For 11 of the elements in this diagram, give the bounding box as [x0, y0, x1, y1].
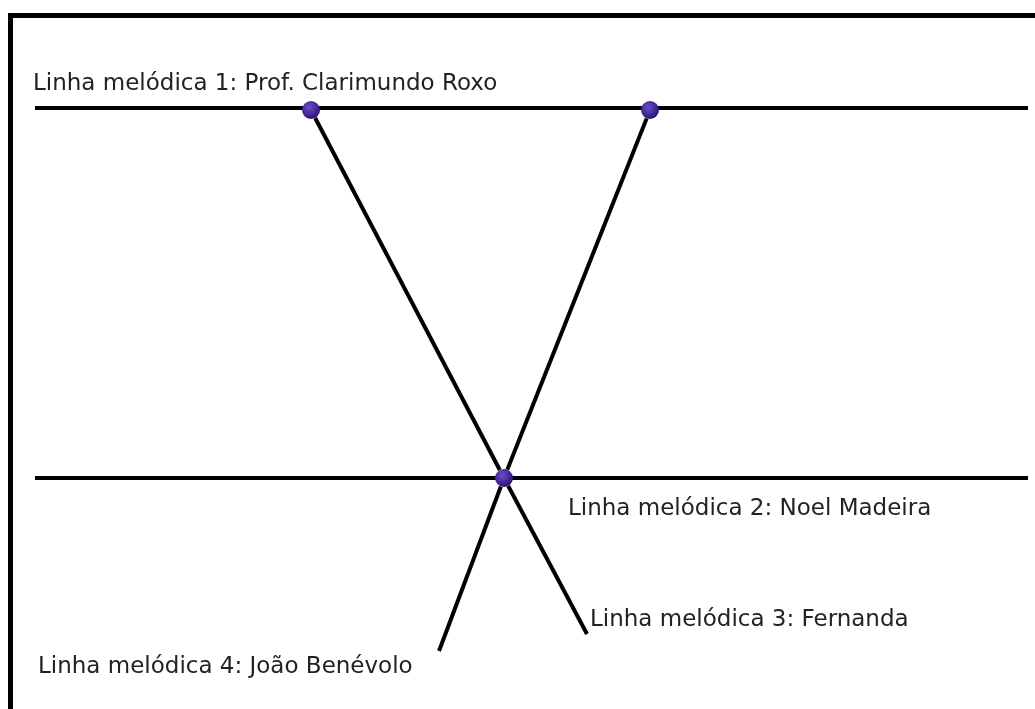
melody-line: [506, 485, 589, 635]
dot: [302, 101, 320, 119]
line-label: Linha melódica 3: Fernanda: [590, 604, 909, 632]
melody-line: [313, 117, 502, 471]
melody-line: [437, 485, 503, 652]
dot: [495, 469, 513, 487]
line-label: Linha melódica 2: Noel Madeira: [568, 493, 932, 521]
melody-line: [505, 117, 649, 471]
line-label: Linha melódica 4: João Benévolo: [38, 651, 413, 679]
dot: [641, 101, 659, 119]
line-label: Linha melódica 1: Prof. Clarimundo Roxo: [33, 68, 498, 96]
